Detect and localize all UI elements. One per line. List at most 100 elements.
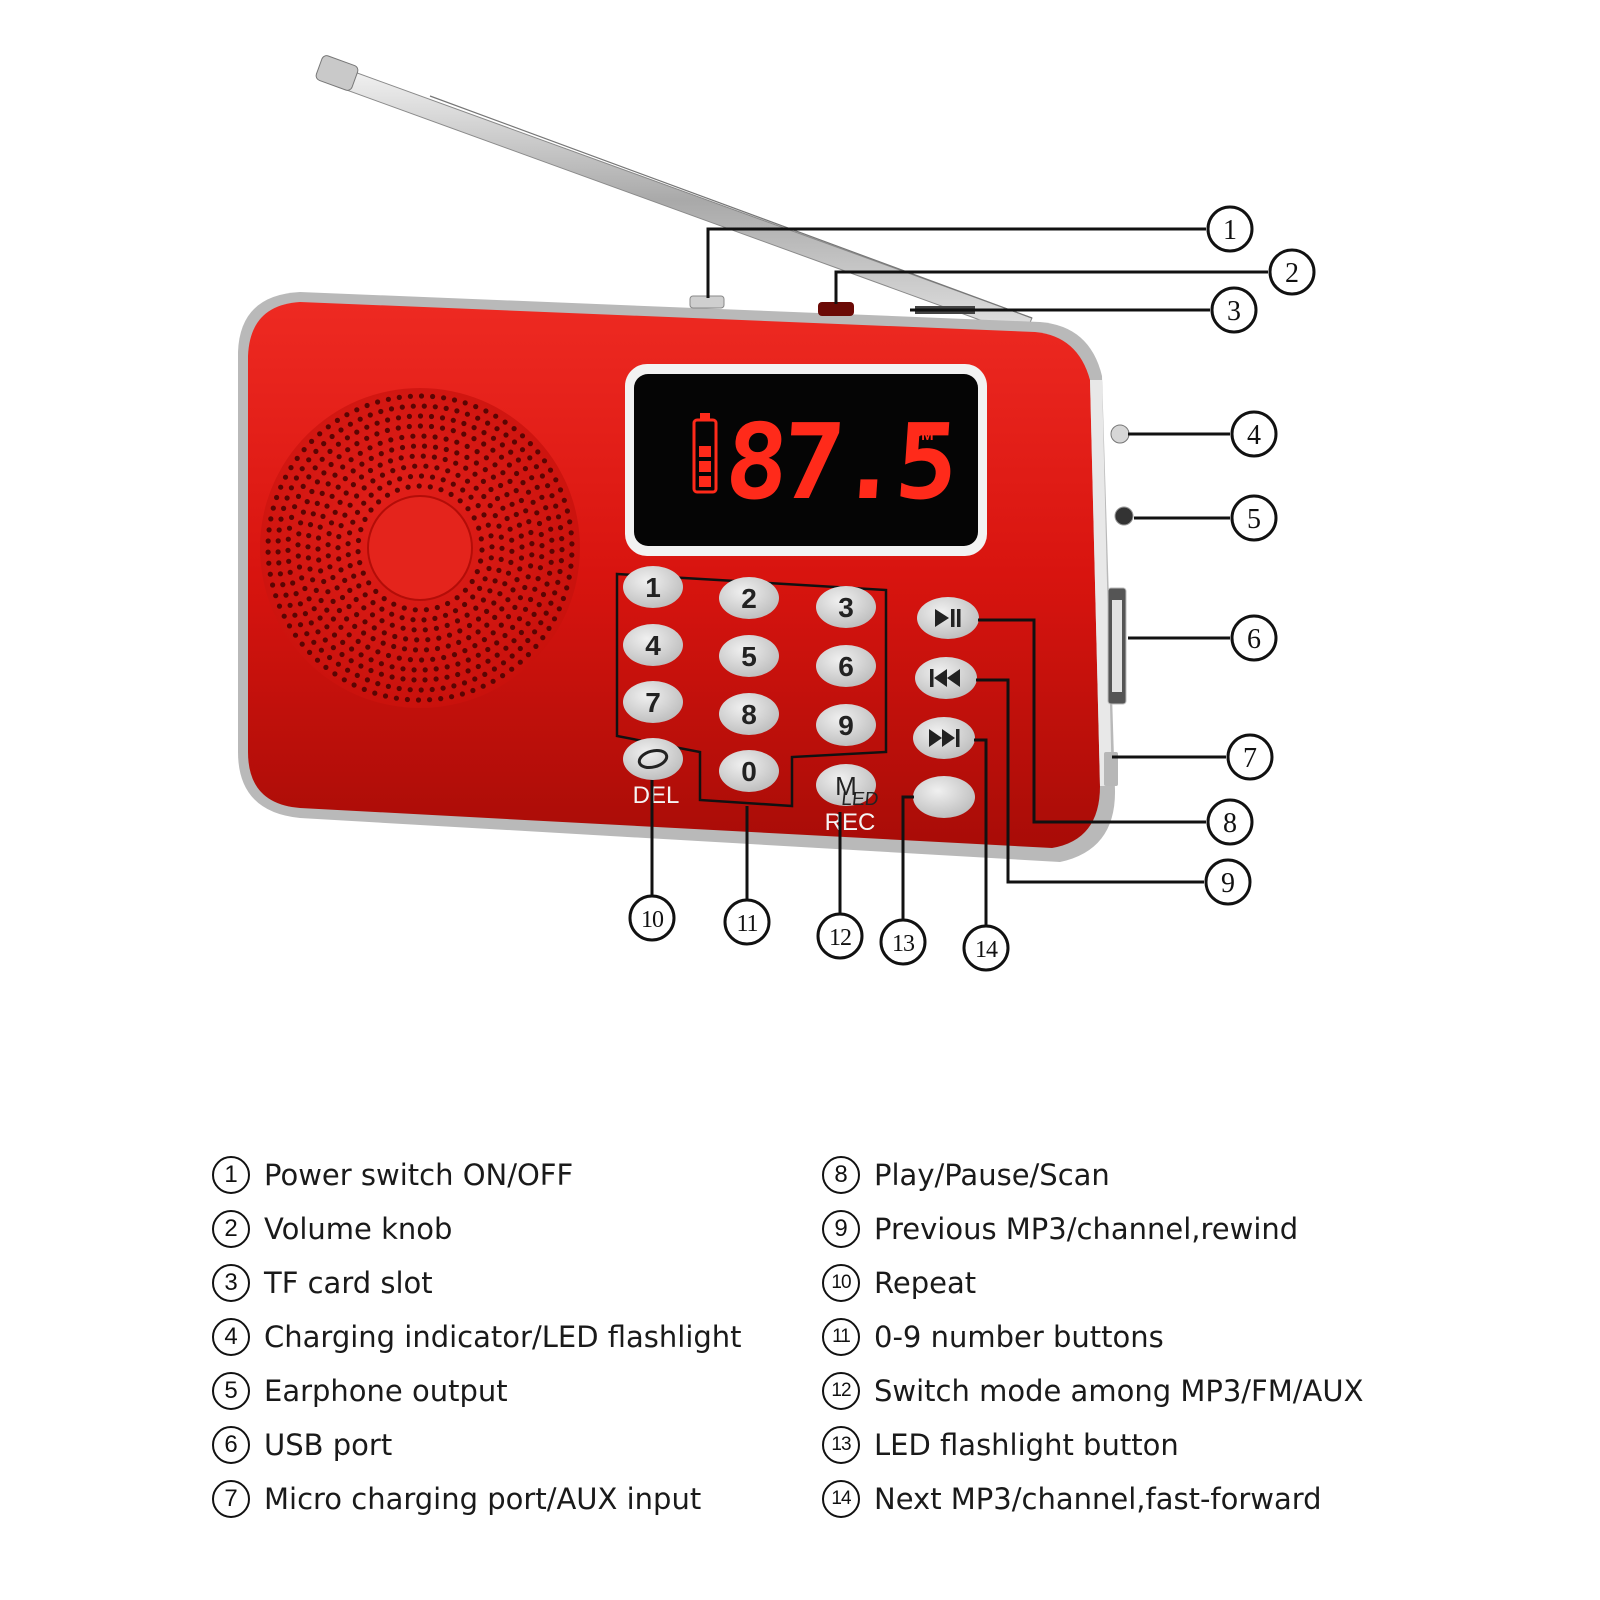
svg-text:6: 6: [1247, 624, 1261, 655]
speaker-hole: [552, 590, 558, 596]
del-repeat-key[interactable]: [623, 738, 683, 780]
speaker-hole: [499, 545, 505, 551]
speaker-hole: [342, 577, 348, 584]
speaker-hole: [444, 622, 450, 629]
play-pause-button[interactable]: [917, 597, 979, 639]
legend-number: 3: [212, 1264, 250, 1302]
speaker-hole: [321, 470, 327, 476]
key-2[interactable]: 2: [719, 577, 779, 619]
speaker-hole: [358, 527, 364, 533]
speaker-hole: [483, 455, 489, 461]
speaker-hole: [406, 413, 412, 419]
speaker-hole: [353, 596, 359, 603]
speaker-hole: [307, 522, 314, 528]
speaker-hole: [442, 456, 448, 463]
led-button[interactable]: LED: [840, 776, 975, 818]
speaker-hole: [444, 664, 450, 670]
speaker-hole: [529, 541, 535, 547]
next-button[interactable]: [913, 717, 975, 759]
speaker-hole: [295, 542, 301, 548]
speaker-hole: [511, 638, 517, 644]
svg-text:9: 9: [838, 710, 854, 741]
speaker-hole: [288, 485, 294, 491]
speaker-hole: [327, 564, 333, 570]
speaker-hole: [275, 549, 281, 555]
speaker-hole: [473, 485, 479, 491]
speaker-hole: [391, 601, 397, 607]
speaker-hole: [274, 494, 280, 501]
key-9[interactable]: 9: [816, 704, 876, 746]
speaker-hole: [492, 462, 498, 468]
speaker-hole: [516, 616, 523, 622]
speaker-hole: [420, 453, 426, 459]
speaker-hole: [286, 525, 293, 531]
volume-knob[interactable]: [818, 302, 854, 316]
svg-text:6: 6: [838, 651, 854, 682]
speaker-hole: [557, 525, 564, 531]
speaker-hole: [505, 597, 511, 603]
speaker-hole: [329, 493, 335, 499]
mode-key[interactable]: M: [816, 764, 876, 806]
legend-text: Earphone output: [264, 1374, 508, 1408]
speaker-hole: [397, 476, 403, 482]
key-6[interactable]: 6: [816, 645, 876, 687]
speaker-hole: [449, 694, 455, 700]
speaker-hole: [339, 651, 345, 658]
speaker-hole: [314, 657, 321, 663]
speaker-hole: [305, 544, 311, 550]
speaker-hole: [498, 482, 504, 489]
speaker-hole: [522, 584, 528, 591]
speaker-hole: [385, 396, 391, 402]
speaker-hole: [487, 588, 493, 594]
speaker-hole: [337, 499, 343, 505]
speaker-hole: [304, 631, 310, 637]
speaker-hole: [535, 576, 541, 582]
speaker-hole: [484, 608, 490, 615]
svg-text:14: 14: [975, 937, 998, 963]
speaker-hole: [445, 643, 451, 649]
legend-number: 1: [212, 1156, 250, 1194]
speaker-hole: [276, 560, 282, 566]
speaker-hole: [362, 592, 368, 598]
speaker-hole: [540, 635, 546, 641]
speaker-hole: [536, 520, 543, 527]
speaker-hole: [335, 661, 341, 667]
speaker-hole: [354, 407, 360, 413]
svg-text:9: 9: [1221, 868, 1235, 899]
previous-button[interactable]: [915, 657, 977, 699]
speaker-hole: [545, 483, 551, 489]
key-3[interactable]: 3: [816, 586, 876, 628]
speaker-hole: [559, 547, 565, 553]
key-7[interactable]: 7: [623, 681, 683, 723]
speaker-hole: [359, 461, 365, 467]
speaker-hole: [355, 537, 362, 544]
key-1[interactable]: 1: [623, 566, 683, 608]
speaker-hole: [557, 487, 564, 493]
legend-number: 10: [822, 1264, 860, 1302]
key-4[interactable]: 4: [623, 624, 683, 666]
speaker-hole: [558, 558, 565, 564]
speaker-hole: [522, 606, 529, 612]
speaker-hole: [549, 537, 555, 543]
speaker-hole: [307, 566, 313, 572]
speaker-hole: [481, 637, 487, 643]
key-5[interactable]: 5: [719, 635, 779, 677]
callout-4: 4: [1230, 410, 1278, 458]
legend-number: 5: [212, 1372, 250, 1410]
speaker-hole: [515, 457, 522, 463]
key-0[interactable]: 0: [719, 750, 779, 792]
speaker-hole: [347, 587, 353, 594]
speaker-hole: [395, 425, 401, 431]
legend-number: 13: [822, 1426, 860, 1464]
speaker-hole: [306, 596, 312, 602]
speaker-hole: [354, 612, 360, 618]
speaker-hole: [450, 481, 456, 487]
speaker-hole: [336, 556, 342, 562]
speaker-hole: [525, 621, 531, 627]
speaker-hole: [268, 516, 274, 522]
speaker-hole: [481, 493, 487, 500]
key-8[interactable]: 8: [719, 693, 779, 735]
speaker-hole: [433, 676, 439, 682]
